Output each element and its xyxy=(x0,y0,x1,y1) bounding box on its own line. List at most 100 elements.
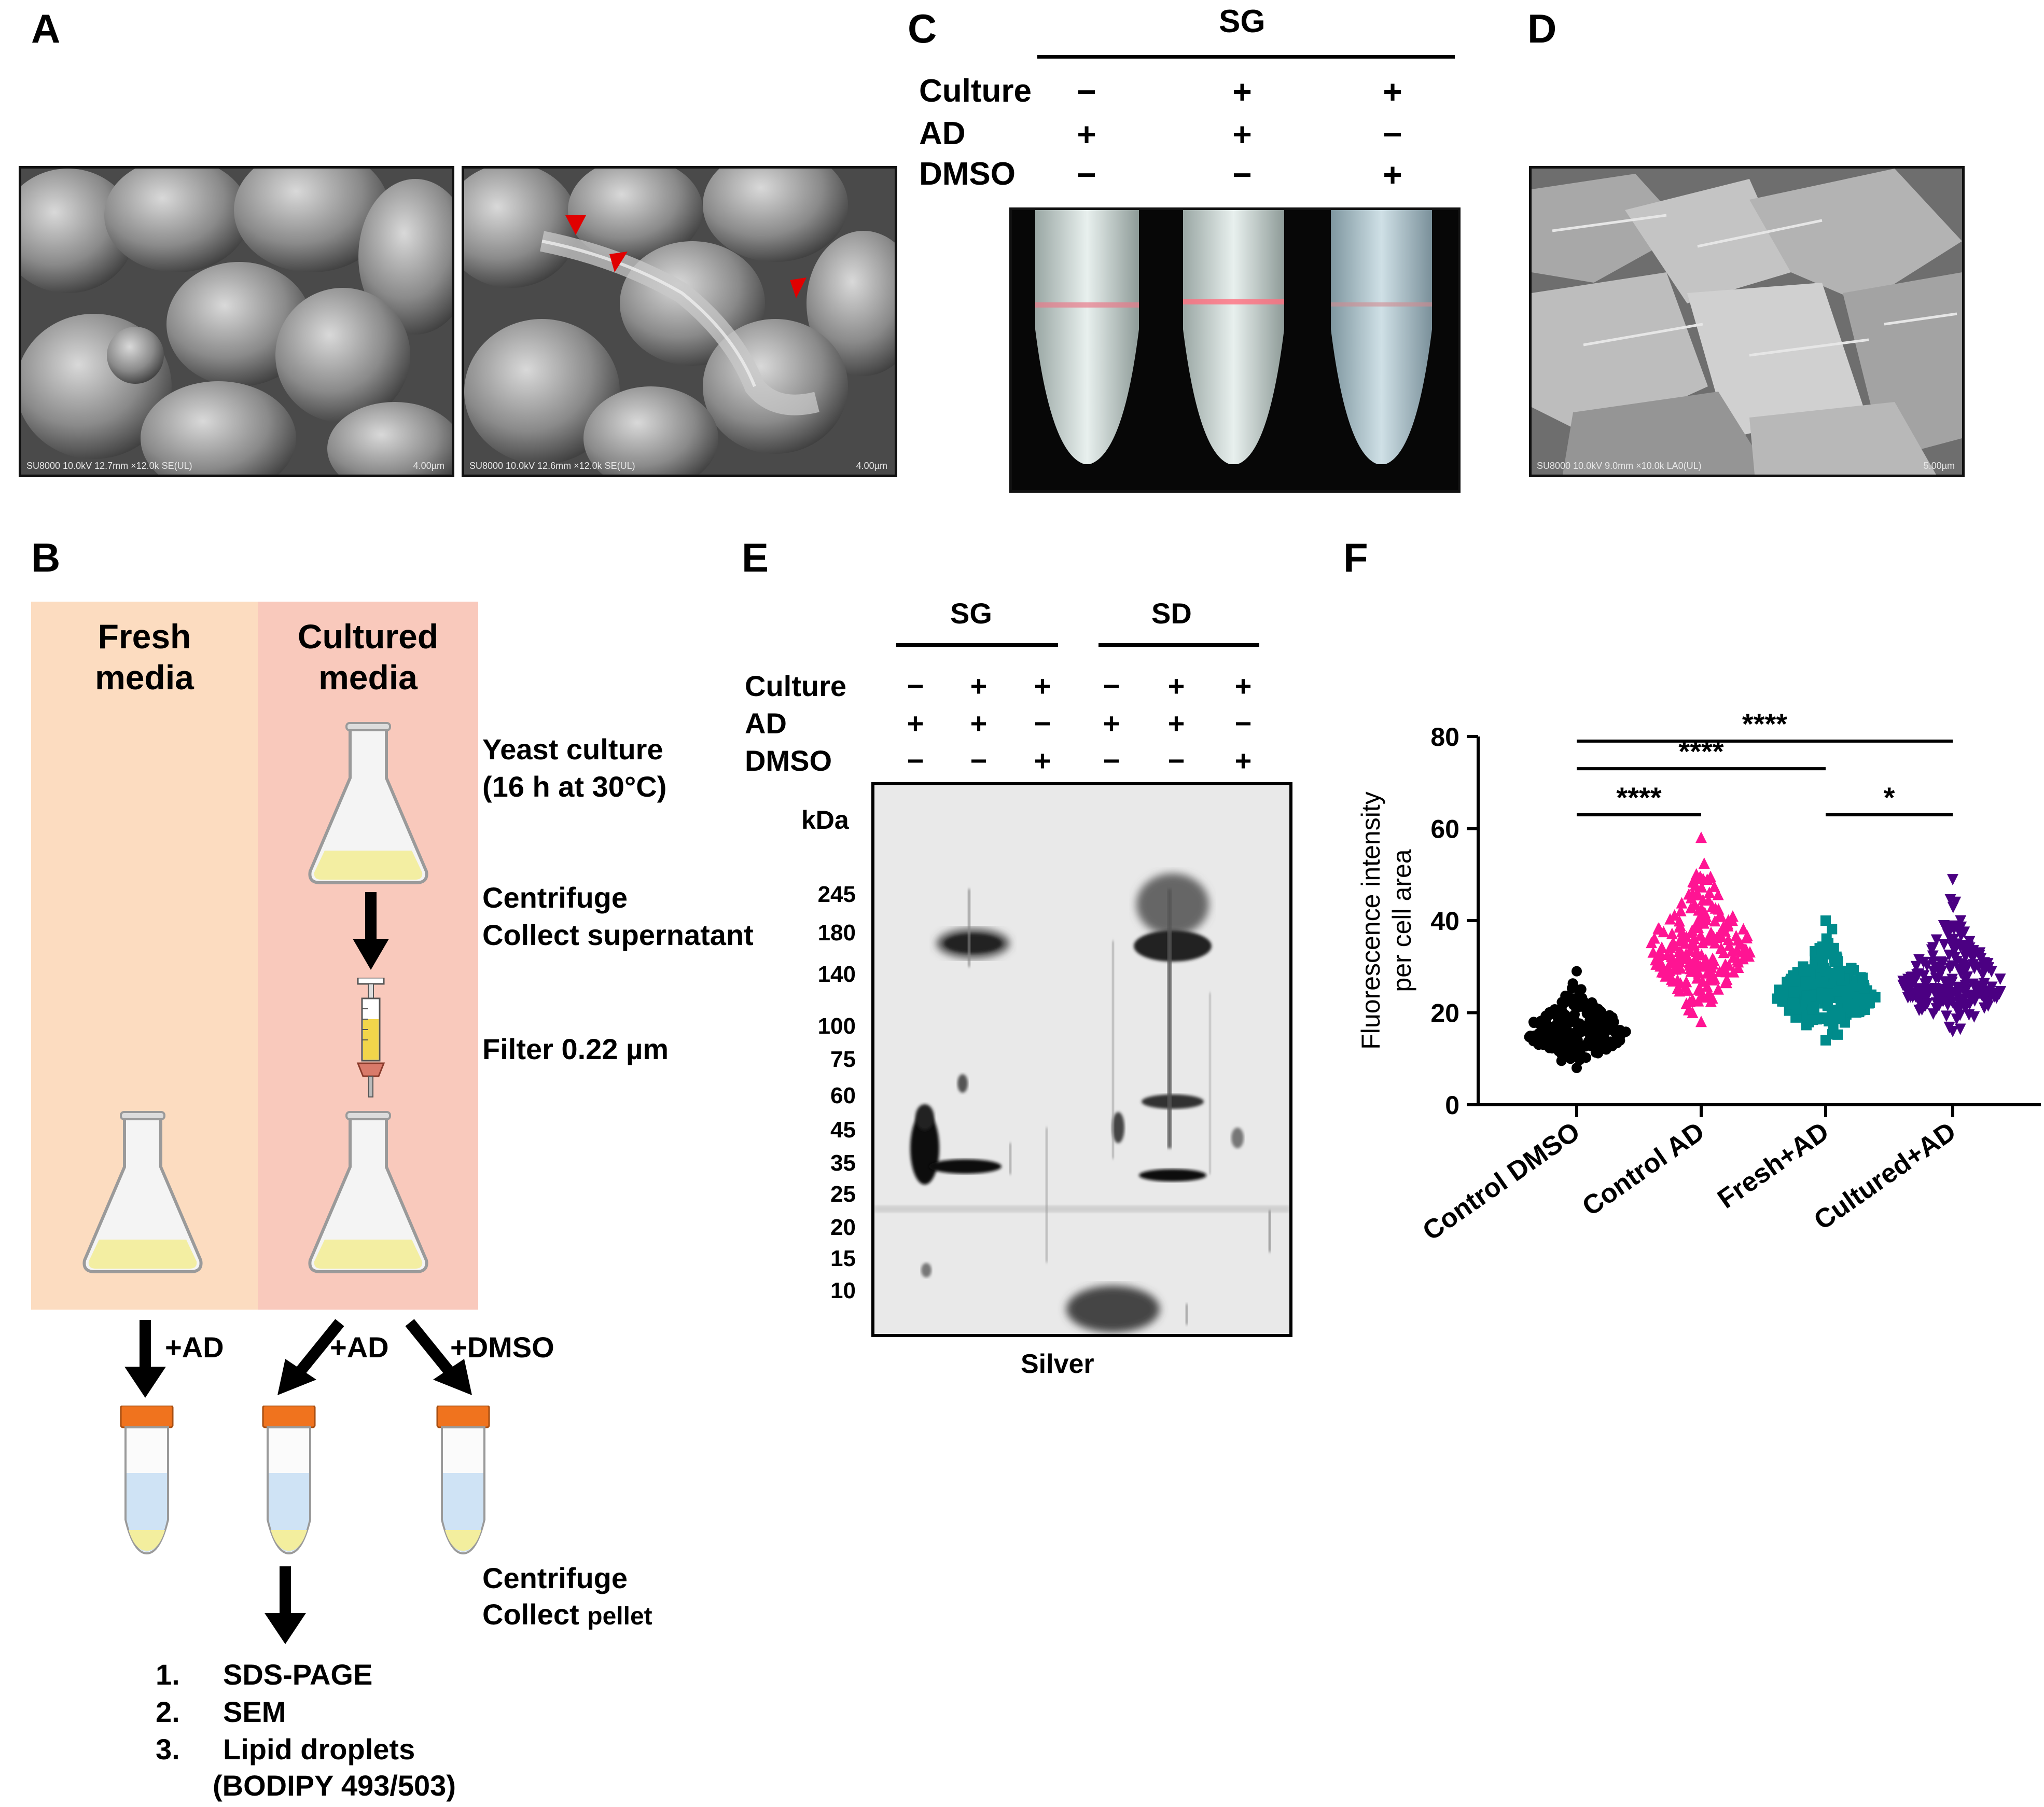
data-point xyxy=(1947,901,1959,913)
panel-e-sign: − xyxy=(970,744,988,777)
gel-marker-label: 180 xyxy=(817,920,856,946)
data-point xyxy=(1703,986,1715,998)
data-point xyxy=(1846,963,1857,974)
data-point xyxy=(1566,1040,1577,1051)
data-point xyxy=(1590,1047,1601,1058)
arrowhead-marker xyxy=(609,252,628,272)
data-point xyxy=(1572,1063,1582,1073)
data-point xyxy=(1688,938,1700,950)
panel-e-sign: + xyxy=(970,670,988,702)
data-point xyxy=(1666,952,1678,964)
panel-c-sign: − xyxy=(1077,73,1096,110)
data-point xyxy=(1938,920,1950,932)
data-point xyxy=(1553,1043,1564,1054)
x-tick-label: Control AD xyxy=(1577,1116,1709,1222)
data-point xyxy=(1952,988,1964,999)
data-point xyxy=(1695,1016,1707,1027)
data-point xyxy=(1708,880,1720,892)
data-point xyxy=(1944,992,1956,1004)
data-point xyxy=(1827,924,1838,935)
data-point xyxy=(1730,929,1742,941)
panel-e-sign: − xyxy=(1103,744,1120,777)
panel-c-group-label: SG xyxy=(1219,4,1266,39)
data-point xyxy=(1572,1051,1582,1062)
data-point xyxy=(1714,928,1726,940)
data-point xyxy=(1801,990,1812,1001)
centrifuge-tube-icon xyxy=(262,1406,316,1555)
panel-e-sign: + xyxy=(1034,670,1051,702)
y-tick-label: 20 xyxy=(1430,999,1459,1028)
data-point xyxy=(1744,946,1756,958)
panel-c-sign: − xyxy=(1077,156,1096,193)
diagonal-arrow-icon xyxy=(405,1319,472,1395)
gel-marker-label: 100 xyxy=(817,1013,856,1039)
data-point xyxy=(1612,1028,1623,1039)
data-point xyxy=(1551,1031,1562,1042)
data-point xyxy=(1698,857,1710,869)
panel-c-letter: C xyxy=(908,6,937,51)
diagonal-arrow-icon xyxy=(277,1319,344,1395)
panel-e-group-line xyxy=(896,643,1058,647)
data-point xyxy=(1551,1022,1562,1033)
data-point xyxy=(1938,939,1950,951)
data-point xyxy=(1961,947,1973,959)
sem-image-fresh-cells: SU8000 10.0kV 12.7mm ×12.0k SE(UL) 4.00µ… xyxy=(19,166,454,477)
panel-e-sign: − xyxy=(1234,707,1252,740)
data-point xyxy=(1566,983,1577,994)
sem-cells-graphic xyxy=(464,169,895,475)
add-ad-label: +AD xyxy=(165,1331,224,1364)
data-point xyxy=(1705,961,1717,973)
panel-c-sign: + xyxy=(1232,116,1252,153)
data-point xyxy=(1664,941,1676,953)
step-yeast-culture: Yeast culture xyxy=(482,733,663,766)
gel-marker-label: 140 xyxy=(817,962,856,987)
data-point xyxy=(1812,1014,1823,1025)
data-point xyxy=(1666,956,1678,968)
panel-e-sign: + xyxy=(970,707,988,740)
data-point xyxy=(1995,986,2007,998)
data-point xyxy=(1857,972,1868,983)
x-tick-label: Cultured+AD xyxy=(1809,1116,1962,1236)
data-point xyxy=(1598,1030,1609,1040)
sem-scale: 4.00µm xyxy=(856,461,887,471)
data-point xyxy=(1720,958,1732,970)
data-point xyxy=(1946,960,1958,972)
data-point xyxy=(1969,948,1981,960)
data-point xyxy=(1828,1020,1839,1031)
data-point xyxy=(1667,975,1679,987)
data-point xyxy=(1693,872,1705,884)
data-point xyxy=(1859,983,1870,994)
data-point xyxy=(1777,996,1788,1007)
data-point xyxy=(1694,960,1706,972)
data-point xyxy=(1712,983,1724,995)
data-point xyxy=(1668,909,1680,921)
panel-e-sign: + xyxy=(1034,744,1051,777)
data-point xyxy=(1666,927,1678,939)
data-point xyxy=(1722,920,1734,932)
data-point xyxy=(1737,946,1749,958)
panel-c-sign: + xyxy=(1383,73,1402,110)
data-point xyxy=(1732,956,1744,968)
gel-marker-label: 25 xyxy=(830,1182,856,1207)
y-tick-label: 80 xyxy=(1430,722,1459,752)
panel-c-group-line xyxy=(1037,55,1455,59)
data-point xyxy=(1930,934,1942,946)
sem-caption: SU8000 10.0kV 9.0mm ×10.0k LA0(UL) xyxy=(1537,461,1702,471)
data-point xyxy=(1902,974,1914,985)
data-point xyxy=(1709,915,1721,927)
tubes-graphic xyxy=(1012,210,1458,490)
sem-image-cultured-cells: SU8000 10.0kV 12.6mm ×12.0k SE(UL) 4.00µ… xyxy=(462,166,897,477)
data-point xyxy=(1701,980,1713,992)
analysis-text: Lipid droplets xyxy=(223,1733,415,1766)
data-point xyxy=(1560,991,1571,1002)
panel-c-row-label: Culture xyxy=(919,73,1032,109)
data-point xyxy=(1714,965,1726,977)
data-point xyxy=(1918,970,1930,982)
data-point xyxy=(1675,977,1687,989)
data-point xyxy=(1921,960,1933,972)
x-tick-label: Control DMSO xyxy=(1417,1116,1586,1246)
analysis-num: 3. xyxy=(156,1733,180,1766)
data-point xyxy=(1963,1009,1975,1021)
data-point xyxy=(1589,1018,1600,1028)
data-point xyxy=(1675,905,1687,916)
